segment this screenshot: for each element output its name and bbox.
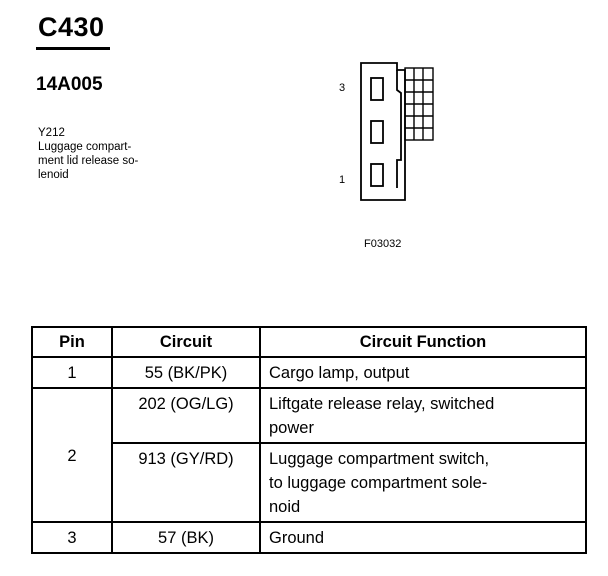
header-function: Circuit Function — [259, 326, 587, 358]
function-cell: Cargo lamp, output — [259, 356, 587, 389]
pin-socket-2 — [370, 120, 384, 144]
pin-cell: 1 — [31, 356, 113, 389]
description-line: Y212 — [38, 127, 65, 139]
pin-1-label: 1 — [339, 174, 346, 186]
circuit-cell: 913 (GY/RD) — [111, 442, 261, 523]
function-cell: Ground — [259, 521, 587, 554]
header-circuit: Circuit — [111, 326, 261, 358]
table-row: 1 55 (BK/PK) Cargo lamp, output — [31, 356, 587, 389]
pin-cell: 2 — [31, 387, 113, 523]
part-number: 14A005 — [36, 74, 103, 95]
function-line: Luggage compartment switch, — [269, 450, 490, 468]
function-line: noid — [269, 498, 301, 516]
function-line: power — [269, 419, 314, 437]
function-line: Ground — [269, 529, 325, 547]
locking-tab — [404, 67, 434, 141]
function-line: Liftgate release relay, switched — [269, 395, 495, 413]
table-row: 3 57 (BK) Ground — [31, 521, 587, 554]
table-row: 2 202 (OG/LG) Liftgate release relay, sw… — [31, 387, 587, 523]
connector-cavity — [396, 70, 402, 188]
function-cell: Luggage compartment switch, to luggage c… — [259, 442, 587, 523]
circuit-cell: 55 (BK/PK) — [111, 356, 261, 389]
pin-3-label: 3 — [339, 82, 346, 94]
connector-diagram — [360, 62, 434, 201]
figure-id: F03032 — [364, 238, 402, 250]
connector-id-underline — [36, 47, 110, 50]
description-line: ment lid release so- — [38, 155, 139, 167]
description-line: Luggage compart- — [38, 141, 132, 153]
header-pin: Pin — [31, 326, 113, 358]
connector-id: C430 — [38, 12, 105, 42]
pin-socket-3 — [370, 77, 384, 101]
table-header-row: Pin Circuit Circuit Function — [31, 326, 587, 358]
function-cell: Liftgate release relay, switched power — [259, 387, 587, 444]
function-line: Cargo lamp, output — [269, 364, 410, 382]
pinout-table: Pin Circuit Circuit Function 1 55 (BK/PK… — [31, 326, 587, 554]
pin-cell: 3 — [31, 521, 113, 554]
circuit-cell: 57 (BK) — [111, 521, 261, 554]
component-description: Y212 Luggage compart- ment lid release s… — [38, 126, 138, 182]
circuit-cell: 202 (OG/LG) — [111, 387, 261, 444]
table-row: 913 (GY/RD) Luggage compartment switch, … — [32, 442, 587, 523]
function-line: to luggage compartment sole- — [269, 474, 488, 492]
pin-socket-1 — [370, 163, 384, 187]
description-line: lenoid — [38, 169, 69, 181]
